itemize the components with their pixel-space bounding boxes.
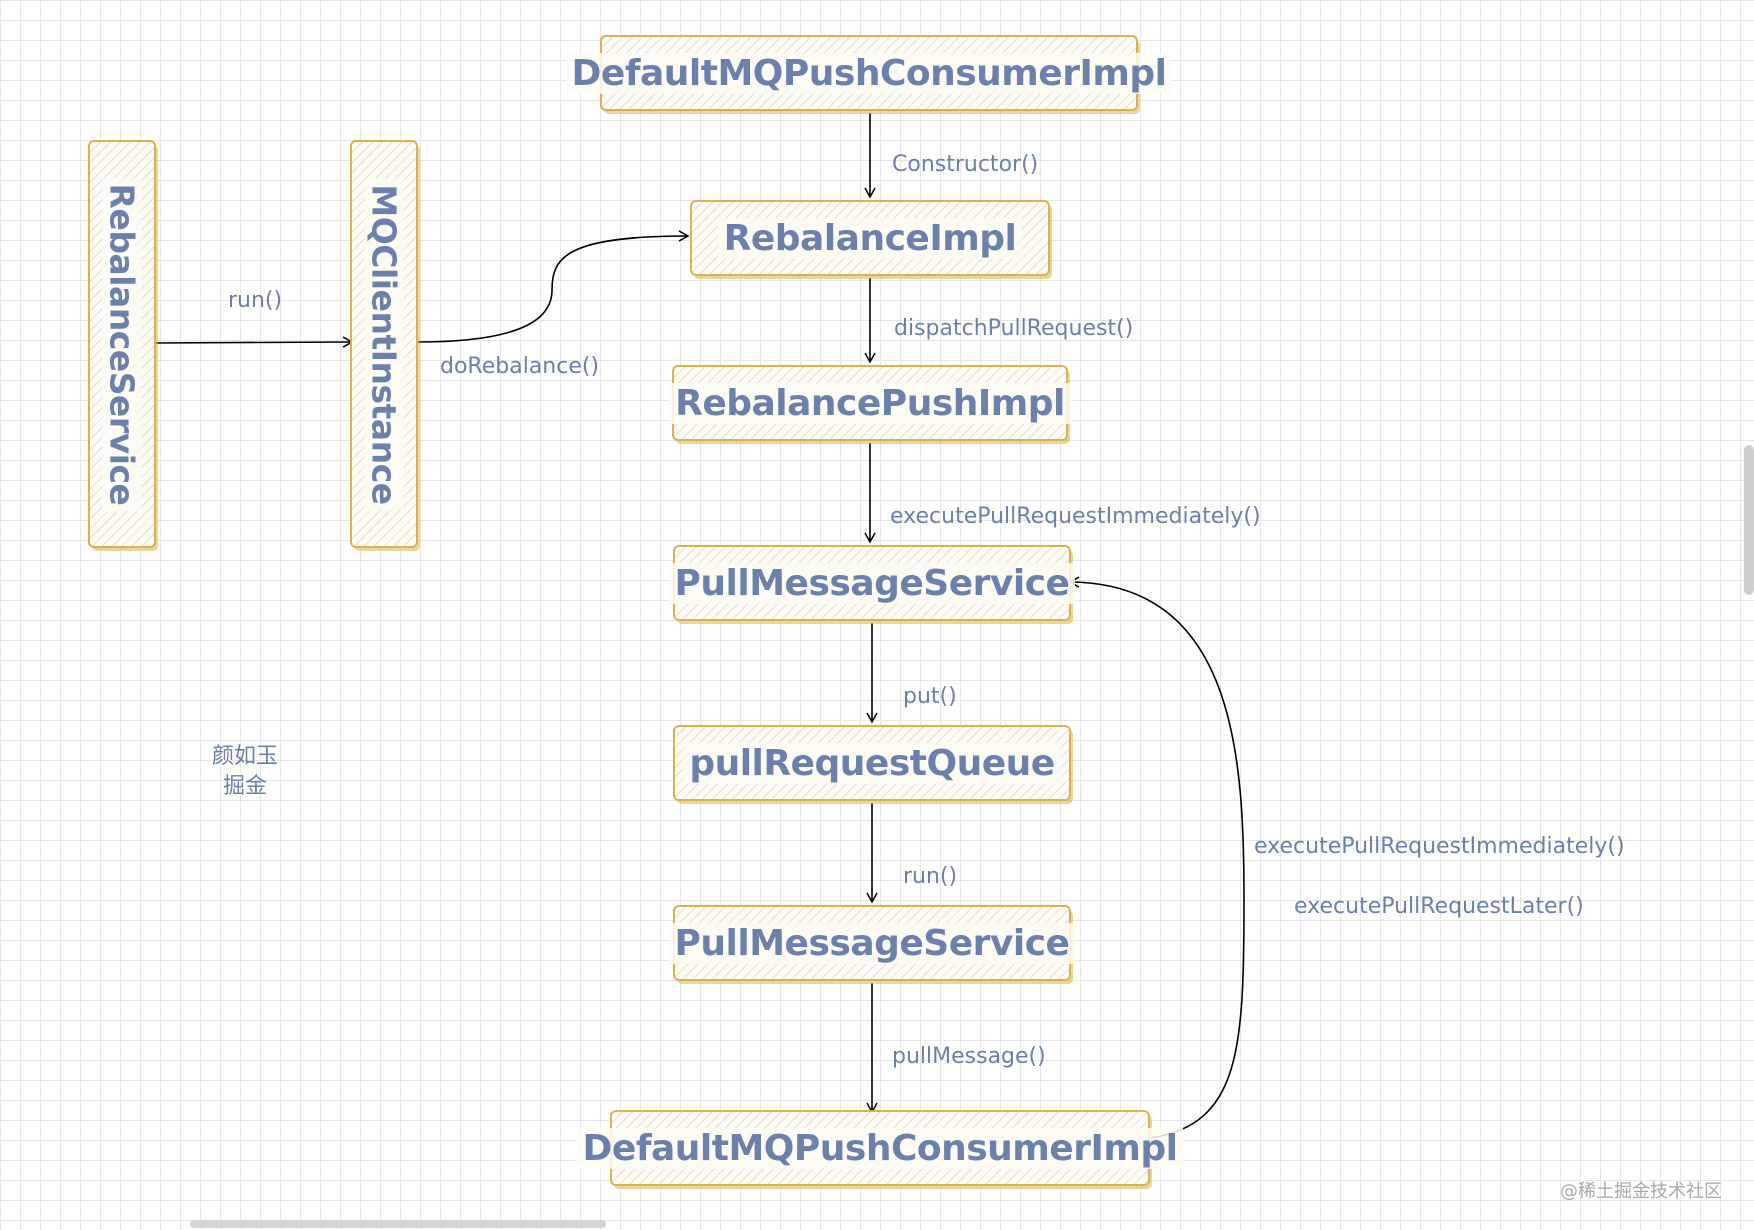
node-rebalance-service: RebalanceService bbox=[88, 140, 156, 548]
label-run-1: run() bbox=[228, 288, 283, 313]
edge-run-1 bbox=[151, 336, 354, 348]
node-label: pullRequestQueue bbox=[683, 742, 1061, 784]
horizontal-scrollbar[interactable] bbox=[190, 1220, 606, 1228]
node-label: DefaultMQPushConsumerImpl bbox=[565, 52, 1173, 94]
author-note: 颜如玉 掘金 bbox=[200, 742, 290, 802]
node-default-mq-push-consumer-impl-bottom: DefaultMQPushConsumerImpl bbox=[576, 1110, 1184, 1186]
label-execute-pull-request-immediately: executePullRequestImmediately() bbox=[890, 504, 1261, 529]
node-label: RebalancePushImpl bbox=[669, 382, 1071, 424]
label-put: put() bbox=[903, 684, 957, 709]
author-platform: 掘金 bbox=[222, 774, 267, 799]
node-mq-client-instance: MQClientInstance bbox=[350, 140, 418, 548]
label-pull-message: pullMessage() bbox=[892, 1044, 1046, 1069]
node-label: RebalanceService bbox=[102, 177, 142, 511]
node-label: PullMessageService bbox=[668, 562, 1076, 604]
watermark: @稀土掘金技术社区 bbox=[1560, 1181, 1722, 1202]
node-label: RebalanceImpl bbox=[717, 217, 1023, 259]
edge-loop-back bbox=[1068, 576, 1245, 1139]
node-rebalance-push-impl: RebalancePushImpl bbox=[669, 365, 1071, 441]
node-label: MQClientInstance bbox=[364, 177, 404, 511]
node-label: DefaultMQPushConsumerImpl bbox=[576, 1127, 1184, 1169]
label-constructor: Constructor() bbox=[892, 152, 1039, 177]
label-do-rebalance: doRebalance() bbox=[440, 354, 600, 379]
node-pull-message-service-2: PullMessageService bbox=[668, 905, 1076, 981]
node-label: PullMessageService bbox=[668, 922, 1076, 964]
vertical-scrollbar[interactable] bbox=[1744, 445, 1754, 595]
author-name: 颜如玉 bbox=[211, 744, 278, 769]
label-loop-later: executePullRequestLater() bbox=[1294, 894, 1584, 919]
label-run-2: run() bbox=[903, 864, 958, 889]
edge-do-rebalance bbox=[415, 230, 690, 343]
node-default-mq-push-consumer-impl-top: DefaultMQPushConsumerImpl bbox=[565, 35, 1173, 111]
node-pull-request-queue: pullRequestQueue bbox=[673, 725, 1071, 801]
node-rebalance-impl: RebalanceImpl bbox=[690, 200, 1050, 276]
node-pull-message-service-1: PullMessageService bbox=[668, 545, 1076, 621]
label-dispatch-pull-request: dispatchPullRequest() bbox=[894, 316, 1134, 341]
label-loop-immediately: executePullRequestImmediately() bbox=[1254, 834, 1625, 859]
